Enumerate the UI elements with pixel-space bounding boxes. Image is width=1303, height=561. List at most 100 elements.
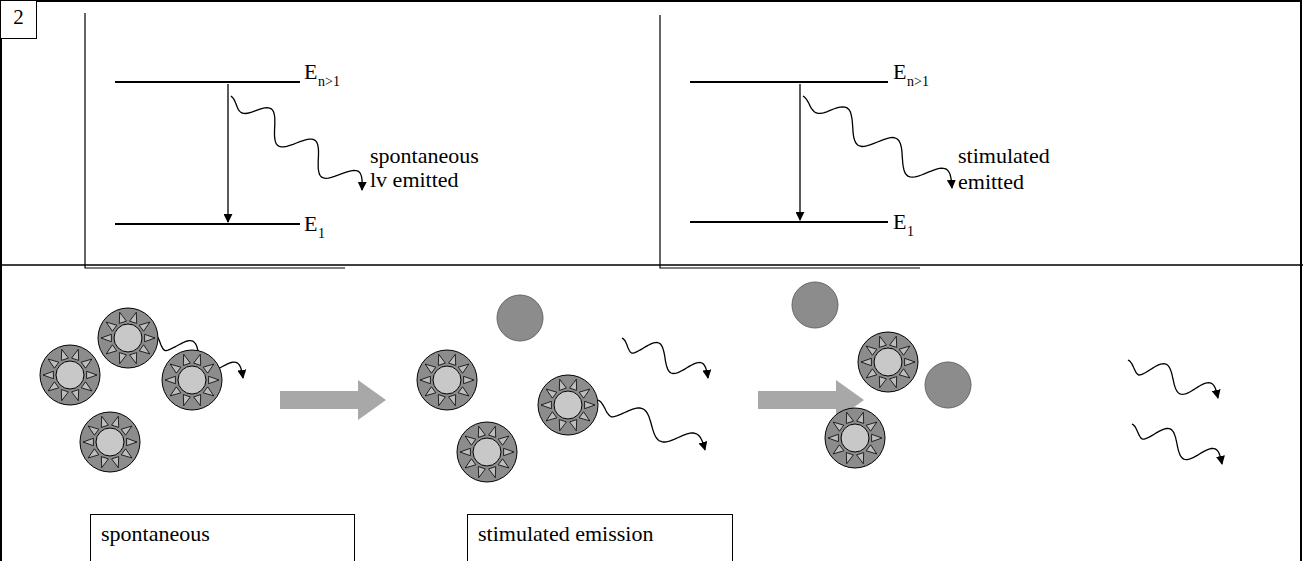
ground-atom — [925, 362, 971, 408]
excitation-ray — [119, 312, 126, 323]
excited-atom — [98, 308, 158, 368]
excitation-ray — [72, 349, 79, 360]
excitation-ray — [72, 390, 79, 401]
excitation-ray — [570, 420, 577, 431]
excitation-ray — [846, 412, 853, 423]
transition-arrow — [227, 84, 228, 222]
atom-core — [841, 424, 869, 452]
level-label: E — [304, 212, 317, 236]
excitation-ray — [88, 426, 99, 435]
excitation-ray — [420, 376, 430, 383]
excitation-ray — [203, 364, 214, 373]
excitation-ray — [61, 390, 68, 401]
excitation-ray — [460, 448, 470, 455]
excitation-ray — [899, 369, 910, 378]
excitation-ray — [498, 436, 509, 445]
excitation-ray — [61, 349, 68, 360]
excitation-ray — [106, 322, 117, 331]
excitation-ray — [498, 459, 509, 468]
atom-core — [56, 361, 84, 389]
level-subscript: 1 — [907, 224, 914, 239]
excitation-ray — [866, 422, 877, 431]
photon-wave — [231, 96, 362, 190]
level-label: E — [304, 60, 317, 84]
excitation-ray — [857, 453, 864, 464]
annotation: emitted — [958, 170, 1024, 194]
excitation-ray — [899, 346, 910, 355]
atom-core — [473, 438, 501, 466]
excitation-ray — [458, 364, 469, 373]
excited-atom — [825, 408, 885, 468]
excitation-ray — [112, 416, 119, 427]
excitation-ray — [828, 434, 838, 441]
excitation-ray — [101, 334, 111, 341]
excitation-ray — [88, 449, 99, 458]
excitation-ray — [425, 364, 436, 373]
excitation-ray — [194, 395, 201, 406]
excitation-ray — [559, 379, 566, 390]
excitation-ray — [866, 369, 877, 378]
photon-wave — [1128, 360, 1218, 398]
excitation-ray — [458, 387, 469, 396]
energy-level — [115, 223, 300, 225]
excitation-ray — [183, 395, 190, 406]
excited-atom — [858, 332, 918, 392]
excitation-ray — [203, 387, 214, 396]
figure-number: 2 — [0, 0, 37, 39]
excitation-ray — [48, 359, 59, 368]
excitation-ray — [127, 438, 137, 445]
excitation-ray — [87, 371, 97, 378]
process-arrow — [280, 380, 386, 420]
excitation-ray — [579, 389, 590, 398]
excitation-ray — [83, 438, 93, 445]
excitation-ray — [130, 312, 137, 323]
excitation-ray — [879, 377, 886, 388]
excitation-ray — [121, 426, 132, 435]
ground-atom — [792, 282, 838, 328]
excitation-ray — [489, 426, 496, 437]
annotation: stimulated — [958, 144, 1050, 168]
excited-atom — [538, 375, 598, 435]
atoms — [40, 282, 971, 482]
energy-level — [115, 81, 300, 83]
excitation-ray — [890, 336, 897, 347]
caption-box: stimulated emission — [467, 514, 733, 561]
level-label: E — [893, 60, 906, 84]
excitation-ray — [465, 436, 476, 445]
excitation-ray — [872, 434, 882, 441]
excitation-ray — [465, 459, 476, 468]
excitation-ray — [579, 412, 590, 421]
excitation-ray — [861, 358, 871, 365]
energy-level — [690, 81, 888, 83]
excitation-ray — [478, 467, 485, 478]
excitation-ray — [478, 426, 485, 437]
excitation-ray — [866, 346, 877, 355]
photon-wave — [598, 400, 705, 450]
divider — [0, 264, 1303, 266]
caption-box: spontaneous — [90, 514, 355, 561]
atom-core — [874, 348, 902, 376]
excitation-ray — [489, 467, 496, 478]
excited-atom — [417, 350, 477, 410]
excitation-ray — [81, 359, 92, 368]
atom-core — [178, 366, 206, 394]
excitation-ray — [425, 387, 436, 396]
excitation-ray — [170, 387, 181, 396]
photon-wave — [803, 96, 952, 188]
excitation-ray — [449, 395, 456, 406]
excitation-ray — [121, 449, 132, 458]
excitation-ray — [139, 345, 150, 354]
level-subscript: n>1 — [318, 74, 340, 89]
atom-core — [114, 324, 142, 352]
excitation-ray — [905, 358, 915, 365]
transition-arrow — [799, 84, 800, 220]
excitation-ray — [866, 445, 877, 454]
excitation-ray — [833, 422, 844, 431]
excitation-ray — [130, 353, 137, 364]
excitation-ray — [165, 376, 175, 383]
node-text: stimulated emission — [478, 521, 722, 547]
excitation-ray — [106, 345, 117, 354]
excitation-ray — [170, 364, 181, 373]
node-text: spontaneous — [101, 521, 344, 547]
